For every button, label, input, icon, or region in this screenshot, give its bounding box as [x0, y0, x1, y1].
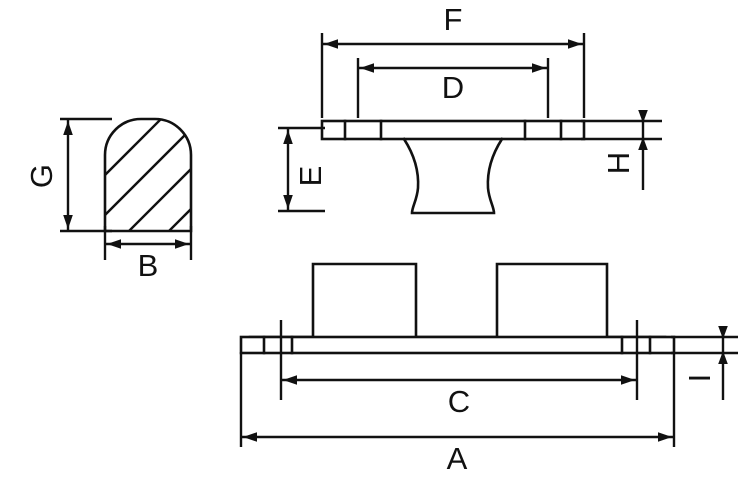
- dimension-label-B: B: [138, 248, 159, 283]
- front-view-base-plate: [239, 335, 676, 355]
- dimension-E: E: [278, 126, 328, 213]
- dimension-label-G: G: [24, 164, 59, 188]
- dimension-label-E: E: [293, 166, 328, 187]
- dimension-F: F: [320, 2, 586, 118]
- dimension-label-A: A: [447, 441, 468, 476]
- dimension-G: G: [24, 117, 112, 233]
- dimension-label-C: C: [448, 384, 470, 419]
- dimension-A: A: [239, 352, 676, 476]
- front-view-body-profile: [248, 262, 667, 339]
- dimension-label-F: F: [444, 2, 463, 37]
- dimension-label-H: H: [601, 152, 636, 174]
- dimension-label-I: I: [682, 374, 717, 383]
- dimension-label-D: D: [442, 70, 464, 105]
- dimension-B: B: [103, 226, 193, 283]
- side-view: F D E: [278, 2, 662, 215]
- section-hatching: [105, 119, 191, 231]
- section-outline: [103, 117, 193, 233]
- side-view-flange-plate: [320, 119, 586, 141]
- dimension-D: D: [356, 58, 550, 118]
- side-view-web-profile: [402, 137, 504, 215]
- section-view: G B: [24, 117, 193, 283]
- dimension-H: H: [581, 110, 662, 190]
- front-view: C A I: [239, 262, 738, 476]
- dimension-C: C: [279, 320, 639, 419]
- dimension-I: I: [671, 326, 738, 400]
